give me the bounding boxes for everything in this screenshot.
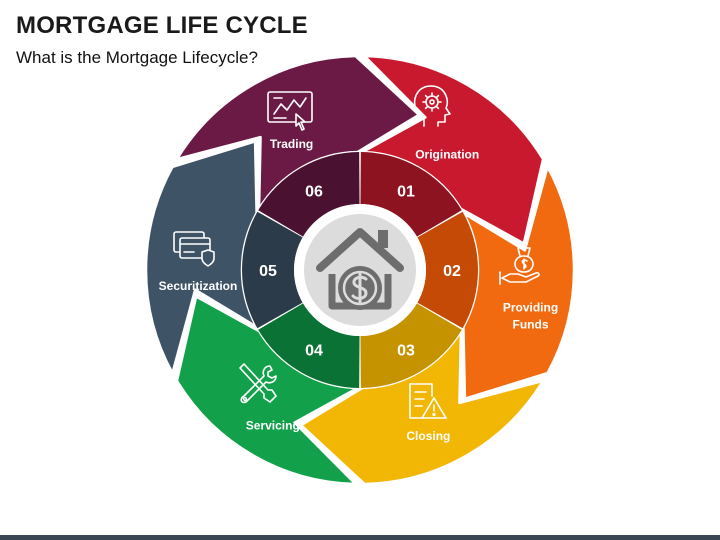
stage-number-06: 06 [305,183,323,200]
stage-inner-segment-05 [241,211,303,329]
stage-inner-segment-03 [360,303,462,388]
money-bag-hand-icon [499,247,540,285]
stage-inner-segment-04 [258,303,360,388]
tools-icon [239,363,277,404]
stage-label-line2-02: Funds [513,318,549,332]
stage-number-01: 01 [397,183,415,200]
stage-number-03: 03 [397,343,415,360]
footer-bar [0,535,720,540]
stage-number-04: 04 [305,343,323,360]
trading-screen-icon [267,91,313,131]
stage-label-05: Securitization [159,279,238,293]
stage-label-03: Closing [406,429,450,443]
stage-label-06: Trading [270,137,313,151]
stage-inner-segment-01 [360,152,462,237]
center-hub [294,204,426,336]
gear-head-icon [413,85,451,127]
house-dollar-icon [316,228,404,310]
stage-inner-segment-06 [258,152,360,237]
stage-inner-segment-02 [417,211,479,329]
stage-label-01: Origination [415,148,479,162]
stage-number-02: 02 [443,263,461,280]
page-subtitle: What is the Mortgage Lifecycle? [16,48,258,67]
document-warning-icon [409,383,447,419]
page-title: MORTGAGE LIFE CYCLE [16,12,308,39]
stage-label-02: Providing [503,301,558,315]
credit-cards-icon [173,231,215,267]
stage-label-04: Servicing [246,418,300,432]
stage-number-05: 05 [259,263,277,280]
